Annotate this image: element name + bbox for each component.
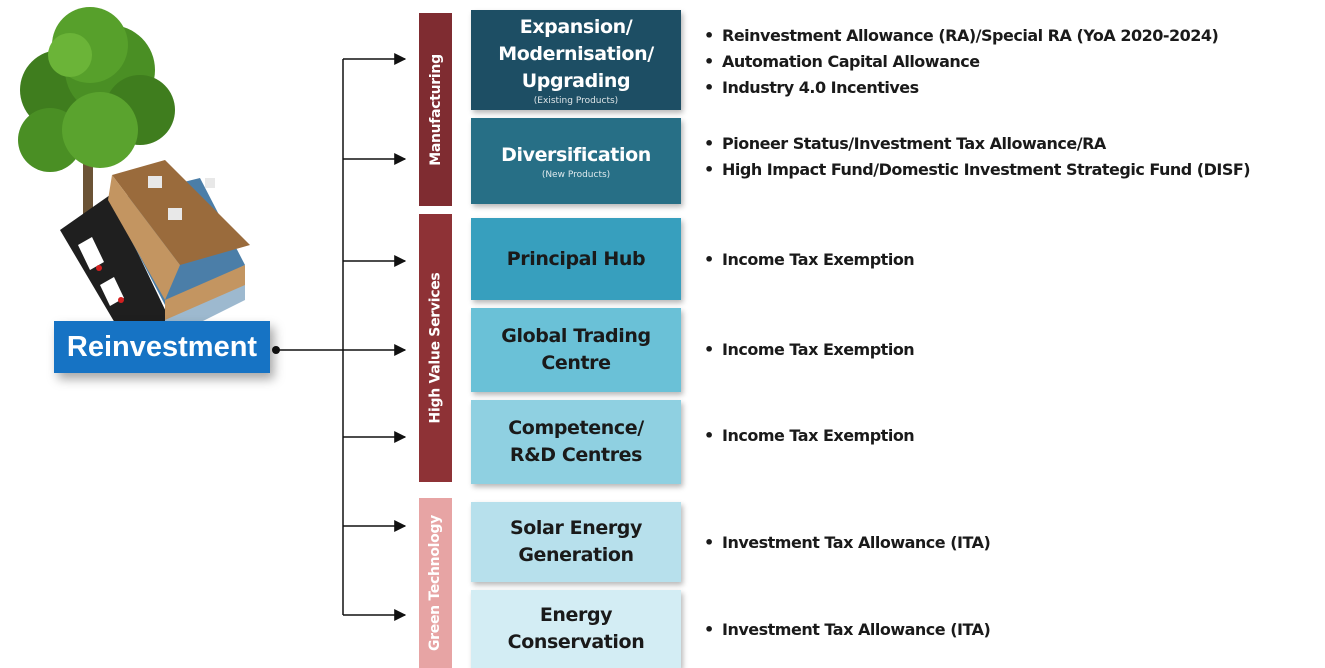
category-green-technology: Green Technology [419, 498, 452, 668]
category-high-value-services: High Value Services [419, 214, 452, 482]
incentive-item: Income Tax Exemption [702, 423, 1320, 449]
incentive-item: Income Tax Exemption [702, 247, 1320, 273]
connector-lines [272, 53, 407, 621]
activity-title-line: Energy [539, 604, 613, 626]
tree-icon [18, 7, 175, 230]
activity-title-line: Principal Hub [506, 247, 646, 270]
activity-competence-rd-centres: Competence/ R&D Centres [471, 400, 681, 484]
category-manufacturing: Manufacturing [419, 13, 452, 206]
activity-title-line: Generation [518, 544, 634, 566]
activity-subtitle: (New Products) [541, 169, 611, 180]
activity-global-trading-centre: Global Trading Centre [471, 308, 681, 392]
activity-diversification: Diversification (New Products) [471, 118, 681, 204]
building-icon [60, 160, 250, 340]
activity-title-line: Competence/ [508, 417, 644, 439]
activity-title-line: R&D Centres [509, 444, 643, 466]
category-label: Green Technology [427, 514, 444, 652]
incentive-list: Investment Tax Allowance (ITA) [702, 530, 1320, 556]
incentive-list: Investment Tax Allowance (ITA) [702, 617, 1320, 643]
activity-title-line: Solar Energy [509, 517, 642, 539]
incentive-item: Investment Tax Allowance (ITA) [702, 617, 1320, 643]
incentive-item: Automation Capital Allowance [702, 49, 1320, 75]
reinvestment-label: Reinvestment [54, 321, 270, 373]
incentive-list: Pioneer Status/Investment Tax Allowance/… [702, 131, 1320, 183]
incentive-item: Investment Tax Allowance (ITA) [702, 530, 1320, 556]
incentive-list: Income Tax Exemption [702, 247, 1320, 273]
incentive-item: Reinvestment Allowance (RA)/Special RA (… [702, 23, 1320, 49]
activity-title-line: Expansion/ [519, 15, 633, 38]
category-label: High Value Services [427, 272, 444, 424]
incentive-item: Pioneer Status/Investment Tax Allowance/… [702, 131, 1320, 157]
activity-principal-hub: Principal Hub [471, 218, 681, 300]
activity-expansion-modernisation-upgrading: Expansion/ Modernisation/ Upgrading (Exi… [471, 10, 681, 110]
activity-solar-energy-generation: Solar Energy Generation [471, 502, 681, 582]
activity-title-line: Centre [541, 352, 611, 374]
activity-title-line: Modernisation/ [498, 42, 654, 65]
category-label: Manufacturing [427, 53, 444, 166]
activity-title-line: Global Trading [501, 325, 651, 347]
activity-title-line: Diversification [501, 143, 651, 166]
incentive-list: Reinvestment Allowance (RA)/Special RA (… [702, 23, 1320, 101]
activity-title-line: Conservation [507, 631, 645, 653]
activity-energy-conservation: Energy Conservation [471, 590, 681, 668]
activity-title-line: Upgrading [521, 69, 631, 92]
incentive-list: Income Tax Exemption [702, 337, 1320, 363]
incentive-item: High Impact Fund/Domestic Investment Str… [702, 157, 1320, 183]
activity-subtitle: (Existing Products) [533, 95, 619, 106]
incentive-item: Industry 4.0 Incentives [702, 75, 1320, 101]
incentive-list: Income Tax Exemption [702, 423, 1320, 449]
incentive-item: Income Tax Exemption [702, 337, 1320, 363]
